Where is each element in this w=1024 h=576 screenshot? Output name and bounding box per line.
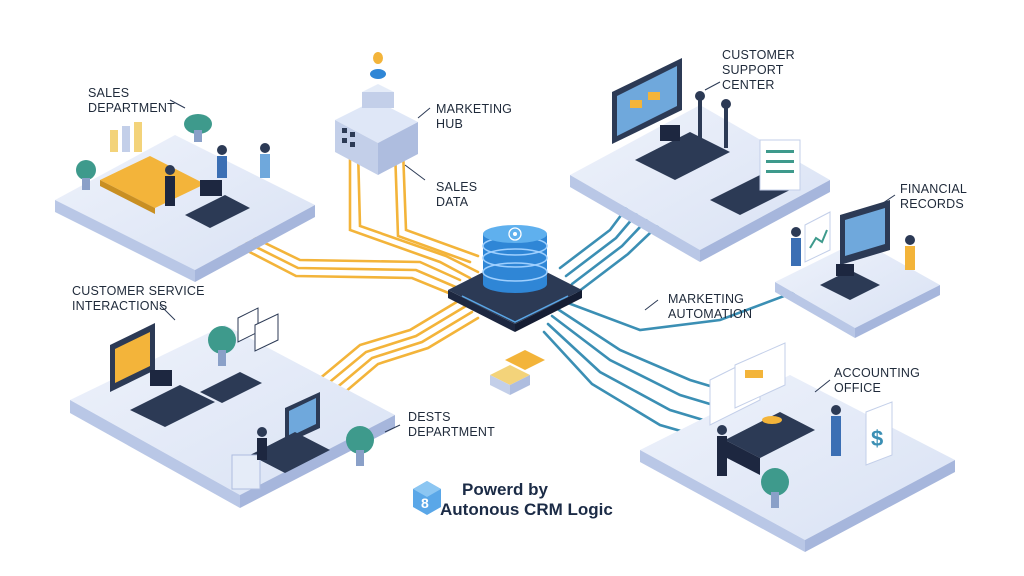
label-financial-records: FINANCIAL RECORDS xyxy=(900,182,968,211)
platform-sales xyxy=(55,135,315,282)
svg-text:$: $ xyxy=(871,426,883,451)
orange-connection-lines xyxy=(236,148,480,412)
sales-office-scene xyxy=(76,114,270,228)
label-sales-data: SALES DATA xyxy=(436,180,478,209)
label-leader-lines xyxy=(159,81,896,433)
powered-by-text: Powerd by xyxy=(462,480,548,499)
data-cubes xyxy=(490,350,545,395)
brand-name-text: Autonous CRM Logic xyxy=(440,500,613,519)
label-marketing-hub: MARKETING HUB xyxy=(436,102,513,131)
customer-service-scene xyxy=(110,307,374,490)
label-accounting-office: ACCOUNTING OFFICE xyxy=(834,366,921,395)
support-center-scene xyxy=(612,58,801,215)
crm-database-icon xyxy=(513,232,517,236)
label-customer-support-center: CUSTOMER SUPPORT CENTER xyxy=(722,48,795,92)
platform-support xyxy=(570,105,830,262)
label-customer-service-interactions: CUSTOMER SERVICE INTERACTIONS xyxy=(72,284,205,313)
label-dests-department: DESTS DEPARTMENT xyxy=(408,410,495,439)
marketing-hub-building xyxy=(335,52,418,175)
powered-by-badge: 8 Powerd by Autonous CRM Logic xyxy=(412,476,652,526)
accounting-scene xyxy=(709,342,841,508)
crm-hub xyxy=(448,225,582,332)
dollar-sign-icon: $ xyxy=(865,401,893,466)
label-sales-department: SALES DEPARTMENT xyxy=(88,86,175,115)
financial-scene xyxy=(791,200,915,300)
svg-text:8: 8 xyxy=(421,495,429,511)
label-marketing-automation: MARKETING AUTOMATION xyxy=(668,292,753,321)
platform-accounting xyxy=(640,375,955,552)
brand-logo-icon: 8 xyxy=(413,481,441,515)
